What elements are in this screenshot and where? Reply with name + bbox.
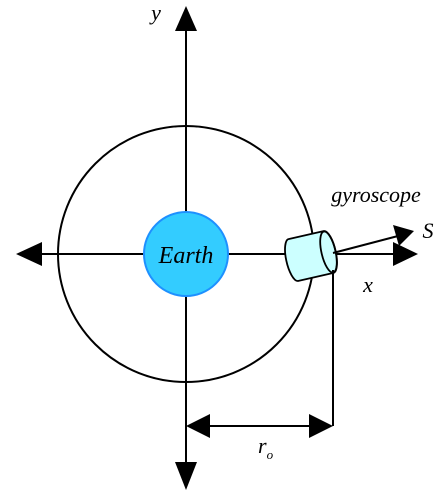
spin-vector-arrowhead bbox=[393, 225, 414, 246]
y-axis-label: y bbox=[149, 0, 161, 25]
gyroscope-icon bbox=[284, 230, 338, 282]
radius-label-main: r bbox=[258, 433, 267, 458]
radius-arrowhead-left bbox=[186, 414, 210, 438]
gyroscope-label: gyroscope bbox=[331, 182, 421, 207]
radius-label: ro bbox=[258, 433, 274, 462]
spin-vector-label: S bbox=[423, 218, 434, 243]
x-axis-arrowhead-right bbox=[393, 242, 418, 266]
gyroscope-body bbox=[284, 230, 338, 282]
earth-circle bbox=[143, 211, 229, 297]
spin-vector-line bbox=[332, 235, 399, 254]
earth-label: Earth bbox=[158, 243, 214, 269]
y-axis-arrowhead-down bbox=[175, 462, 197, 490]
y-axis-arrowhead-up bbox=[175, 6, 197, 31]
radius-label-subscript: o bbox=[267, 447, 274, 462]
x-axis-arrowhead-left bbox=[16, 242, 42, 266]
radius-arrowhead-right bbox=[309, 414, 333, 438]
x-axis-label: x bbox=[362, 272, 373, 297]
